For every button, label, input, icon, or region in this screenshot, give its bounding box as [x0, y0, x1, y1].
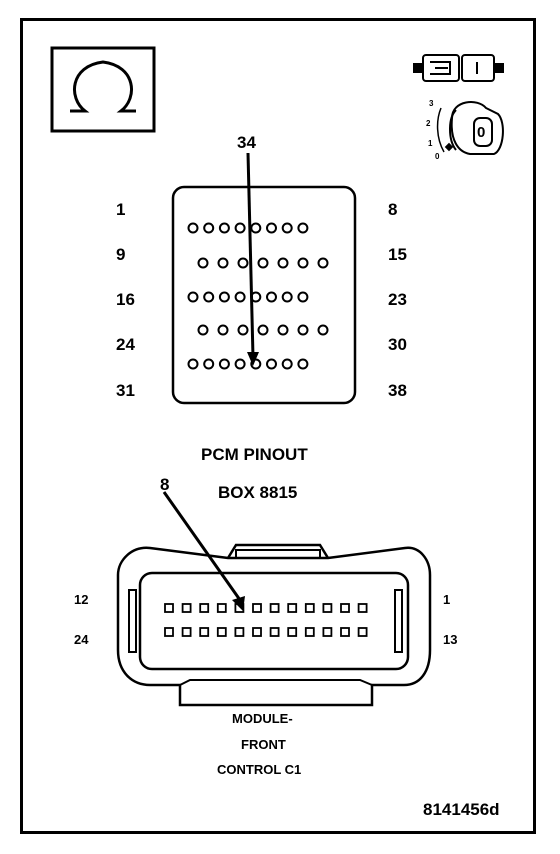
- pcm-pin-13: [277, 257, 289, 269]
- pcm-pin-36: [266, 358, 277, 370]
- pcm-pin-25: [217, 324, 229, 336]
- pcm-pin-7: [281, 222, 293, 234]
- pin-8-callout-label: 8: [160, 475, 170, 494]
- pcm-right-label-30: 30: [388, 335, 407, 354]
- pcm-left-label-31: 31: [116, 381, 135, 400]
- module-pin-13: [357, 627, 368, 637]
- module-pin-16: [304, 627, 315, 637]
- module-pin-2: [340, 603, 350, 613]
- module-pin-15: [322, 627, 333, 637]
- pcm-pin-16: [187, 291, 199, 303]
- pcm-connector: [171, 152, 357, 405]
- module-caption-line-1: MODULE-: [232, 711, 293, 726]
- module-right-label-13: 13: [443, 632, 458, 647]
- diagram-frame: [20, 18, 536, 834]
- ignition-position-3: 3: [429, 99, 434, 108]
- pcm-pin-9: [197, 257, 209, 269]
- pcm-right-label-23: 23: [388, 290, 407, 309]
- module-pin-5: [287, 603, 298, 613]
- pcm-pin-37: [281, 358, 293, 370]
- module-pin-10: [199, 603, 210, 613]
- pcm-pin-22: [281, 291, 293, 303]
- module-connector: [116, 491, 432, 707]
- ignition-position-0: 0: [435, 152, 440, 161]
- pcm-pin-11: [237, 257, 249, 269]
- pcm-right-label-8: 8: [388, 200, 398, 219]
- pcm-pin-38: [297, 358, 309, 370]
- module-pin-9: [216, 603, 227, 613]
- pcm-box-subtitle: BOX 8815: [218, 483, 298, 502]
- pcm-pin-34: [234, 358, 246, 370]
- ignition-position-2: 2: [426, 119, 431, 128]
- module-pin-11: [181, 603, 192, 613]
- pcm-pin-6: [266, 222, 277, 234]
- pcm-pin-24: [197, 324, 209, 336]
- pcm-pin-17: [203, 291, 215, 303]
- pin-8-arrowhead: [232, 596, 245, 611]
- pcm-pin-28: [277, 324, 289, 336]
- module-pin-1: [357, 603, 368, 613]
- pcm-left-label-9: 9: [116, 245, 126, 264]
- module-pin-21: [216, 627, 227, 637]
- pcm-pin-32: [203, 358, 215, 370]
- pcm-pin-12: [257, 257, 269, 269]
- pcm-pin-1: [187, 222, 199, 234]
- pin-34-arrowhead: [247, 352, 259, 366]
- pcm-pinout-title: PCM PINOUT: [201, 445, 308, 464]
- pcm-pin-19: [234, 291, 246, 303]
- pcm-pin-21: [266, 291, 277, 303]
- module-pin-19: [252, 627, 262, 637]
- pcm-pin-27: [257, 324, 269, 336]
- pin-34-callout-label: 34: [237, 133, 256, 152]
- module-left-label-12: 12: [74, 592, 89, 607]
- module-pin-23: [181, 627, 192, 637]
- module-pin-24: [164, 627, 174, 637]
- figure-id: 8141456d: [423, 800, 500, 819]
- omega-symbol-icon: [50, 46, 156, 133]
- module-caption-line-2: FRONT: [241, 737, 286, 752]
- pcm-pin-18: [218, 291, 230, 303]
- pcm-left-label-16: 16: [116, 290, 135, 309]
- pcm-pin-14: [297, 257, 309, 269]
- module-pin-3: [322, 603, 333, 613]
- module-pin-18: [269, 627, 280, 637]
- pcm-pin-10: [217, 257, 229, 269]
- pcm-pin-4: [234, 222, 246, 234]
- module-pin-6: [269, 603, 280, 613]
- module-pin-14: [340, 627, 350, 637]
- pcm-pin-8: [297, 222, 309, 234]
- module-pin-12: [164, 603, 174, 613]
- pcm-pin-2: [203, 222, 215, 234]
- pcm-pin-30: [317, 324, 329, 336]
- ignition-key-label: 0: [477, 124, 486, 141]
- pin-8-callout-line: [162, 491, 242, 601]
- module-pin-7: [252, 603, 262, 613]
- module-caption-line-3: CONTROL C1: [217, 762, 302, 777]
- pcm-left-label-1: 1: [116, 200, 126, 219]
- pcm-pin-23: [297, 291, 309, 303]
- pcm-pin-33: [218, 358, 230, 370]
- pcm-pin-5: [250, 222, 262, 234]
- pin-34-callout-line: [246, 152, 255, 358]
- pcm-pin-29: [297, 324, 309, 336]
- module-right-label-1: 1: [443, 592, 451, 607]
- module-pin-4: [304, 603, 315, 613]
- pcm-pin-26: [237, 324, 249, 336]
- pcm-right-label-15: 15: [388, 245, 407, 264]
- pcm-pin-3: [218, 222, 230, 234]
- module-pin-22: [199, 627, 210, 637]
- ignition-position-1: 1: [428, 139, 433, 148]
- ignition-key-icon: [436, 101, 504, 155]
- module-pin-17: [287, 627, 298, 637]
- pcm-right-label-38: 38: [388, 381, 407, 400]
- module-pin-20: [234, 627, 245, 637]
- pcm-left-label-24: 24: [116, 335, 135, 354]
- pcm-pin-15: [317, 257, 329, 269]
- pcm-pin-31: [187, 358, 199, 370]
- module-left-label-24: 24: [74, 632, 89, 647]
- connector-plug-icon: [413, 54, 504, 82]
